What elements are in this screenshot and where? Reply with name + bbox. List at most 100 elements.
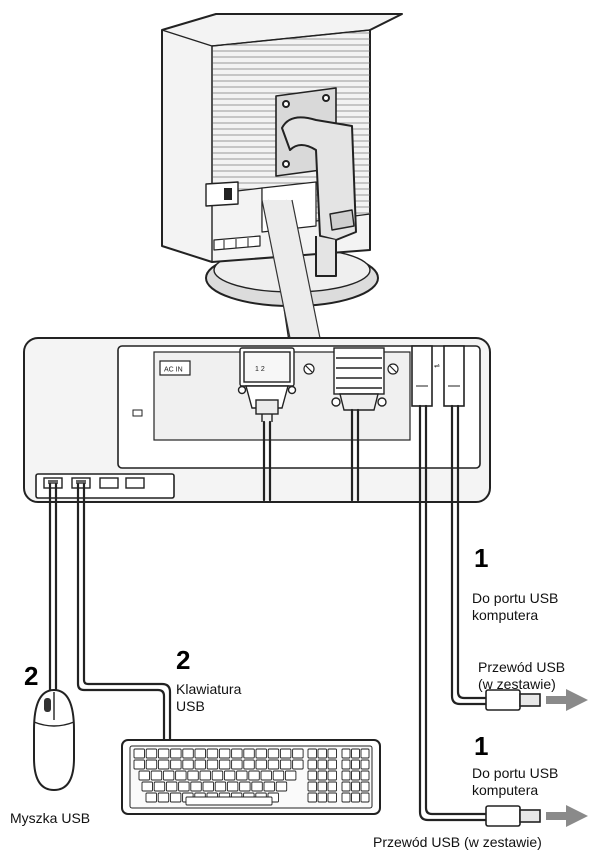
step-1-lower: 1 xyxy=(474,731,489,761)
keyboard-key xyxy=(307,748,317,759)
keyboard-key xyxy=(226,781,239,792)
dvi-connector-icon: 1 2 xyxy=(237,347,297,422)
keyboard-key xyxy=(194,748,206,759)
keyboard-key xyxy=(341,792,351,803)
cables xyxy=(48,404,490,822)
keyboard-key xyxy=(341,759,351,770)
keyboard-key xyxy=(175,770,187,781)
keyboard-key xyxy=(187,770,199,781)
keyboard-key xyxy=(165,781,178,792)
arrow-right-icon xyxy=(546,689,588,827)
keyboard-key xyxy=(263,781,275,792)
keyboard-key xyxy=(243,748,255,759)
keyboard-key xyxy=(317,759,327,770)
keyboard-key xyxy=(327,759,337,770)
keyboard-key xyxy=(153,781,166,792)
keyboard-key xyxy=(255,759,267,770)
keyboard-key xyxy=(211,770,224,781)
keyboard-key xyxy=(307,770,317,781)
keyboard-key xyxy=(360,748,370,759)
keyboard-key xyxy=(150,770,163,781)
keyboard-key xyxy=(223,770,236,781)
mouse-label: Myszka USB xyxy=(10,810,91,826)
keyboard-key xyxy=(214,781,227,792)
vga-connector-icon xyxy=(331,347,387,411)
keyboard-key xyxy=(327,770,337,781)
keyboard-key xyxy=(360,759,370,770)
keyboard-key xyxy=(236,770,248,781)
keyboard-key xyxy=(341,781,351,792)
keyboard-key xyxy=(351,781,360,792)
monitor-back-icon xyxy=(161,13,403,307)
keyboard-key xyxy=(351,759,360,770)
keyboard-key xyxy=(218,748,231,759)
ac-inlet-icon xyxy=(159,360,191,376)
usb-upper-text-2: komputera xyxy=(472,607,539,623)
keyboard-key xyxy=(267,748,280,759)
screw-icons xyxy=(303,363,399,375)
keyboard-key xyxy=(133,748,145,759)
keyboard-key xyxy=(162,770,175,781)
keyboard-key xyxy=(284,770,297,781)
keyboard-key xyxy=(260,770,272,781)
usb-lower-text-1: Do portu USB xyxy=(472,765,559,781)
keyboard-key xyxy=(231,748,243,759)
keyboard-key xyxy=(317,748,327,759)
keyboard-key xyxy=(307,759,317,770)
keyboard-key xyxy=(145,748,158,759)
usb-upper-cable-1: Przewód USB xyxy=(478,659,566,675)
keyboard-key xyxy=(239,781,251,792)
keyboard-key xyxy=(292,759,304,770)
keyboard-key xyxy=(327,792,337,803)
svg-text:⇌: ⇌ xyxy=(434,363,440,370)
keyboard-key xyxy=(141,781,153,792)
keyboard-key xyxy=(231,759,243,770)
keyboard-key xyxy=(272,770,285,781)
keyboard-key xyxy=(182,759,194,770)
keyboard-key xyxy=(206,759,219,770)
keyboard-key xyxy=(138,770,150,781)
step-1-upper: 1 xyxy=(474,543,489,573)
usb-upper-cable-2: (w zestawie) xyxy=(478,676,556,692)
keyboard-key xyxy=(317,770,327,781)
keyboard-key xyxy=(327,781,337,792)
ac-in-label: AC IN xyxy=(164,367,183,374)
keyboard-key xyxy=(170,759,182,770)
usb-lower-text-2: komputera xyxy=(472,782,539,798)
keyboard-text-2: USB xyxy=(176,698,205,714)
keyboard-key xyxy=(341,748,351,759)
keyboard-key xyxy=(267,759,280,770)
keyboard-key xyxy=(202,781,214,792)
keyboard-key xyxy=(178,781,190,792)
keyboard-key xyxy=(199,770,211,781)
keyboard-key xyxy=(351,748,360,759)
keyboard-key xyxy=(327,748,337,759)
keyboard-key xyxy=(317,792,327,803)
usb-lower-cable: Przewód USB (w zestawie) xyxy=(373,834,542,850)
keyboard-key xyxy=(194,759,206,770)
keyboard-key xyxy=(243,759,255,770)
keyboard-key xyxy=(307,792,317,803)
keyboard-key xyxy=(182,748,194,759)
step-2-mouse: 2 xyxy=(24,661,39,691)
usb-upper-text-1: Do portu USB xyxy=(472,590,559,606)
keyboard-icon xyxy=(121,739,381,815)
keyboard-key xyxy=(170,748,182,759)
keyboard-key xyxy=(157,759,170,770)
usb-plug-upper-icon xyxy=(485,689,541,711)
mouse-icon xyxy=(33,688,75,792)
keyboard-key xyxy=(248,770,260,781)
keyboard-key xyxy=(317,781,327,792)
usb-upstream-ports-icon: ⇌ xyxy=(411,345,465,407)
keyboard-key xyxy=(351,770,360,781)
keyboard-key xyxy=(341,770,351,781)
keyboard-key xyxy=(145,759,158,770)
keyboard-key xyxy=(190,781,202,792)
keyboard-key xyxy=(157,748,170,759)
keyboard-key xyxy=(360,781,370,792)
keyboard-key xyxy=(307,781,317,792)
keyboard-key xyxy=(255,748,267,759)
keyboard-key xyxy=(218,759,231,770)
zoom-lines xyxy=(261,199,323,349)
